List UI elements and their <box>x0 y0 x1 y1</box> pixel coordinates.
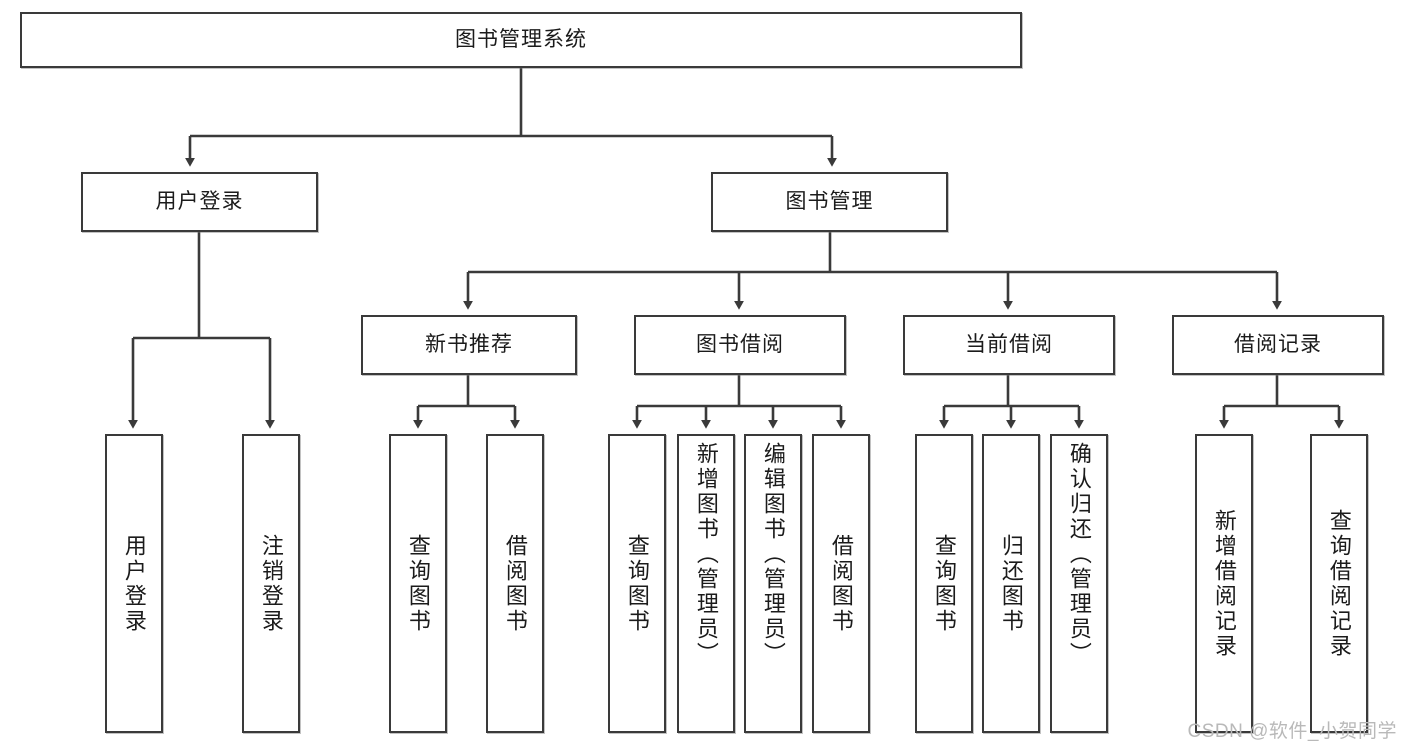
leaf-label: 查询图书 <box>405 533 431 634</box>
node-user-login-label: 用户登录 <box>155 189 244 213</box>
leaf-current-query-book[interactable]: 查询图书 <box>915 434 973 733</box>
node-borrow-record[interactable]: 借阅记录 <box>1172 315 1384 375</box>
leaf-borrow-edit-book-admin[interactable]: 编辑图书（管理员） <box>744 434 802 733</box>
leaf-label: 查询图书 <box>624 533 650 634</box>
node-current-borrow[interactable]: 当前借阅 <box>903 315 1115 375</box>
node-book-borrow-label: 图书借阅 <box>696 332 784 356</box>
leaf-current-confirm-return-admin[interactable]: 确认归还（管理员） <box>1050 434 1108 733</box>
node-book-management[interactable]: 图书管理 <box>711 172 948 232</box>
node-user-login[interactable]: 用户登录 <box>81 172 318 232</box>
leaf-new-book-query[interactable]: 查询图书 <box>389 434 447 733</box>
node-new-book-recommend-label: 新书推荐 <box>425 332 513 356</box>
leaf-label: 用户登录 <box>121 533 147 634</box>
leaf-borrow-borrow-book[interactable]: 借阅图书 <box>812 434 870 733</box>
leaf-label: 注销登录 <box>258 533 284 634</box>
node-borrow-record-label: 借阅记录 <box>1234 332 1322 356</box>
leaf-record-query-record[interactable]: 查询借阅记录 <box>1310 434 1368 733</box>
node-book-borrow[interactable]: 图书借阅 <box>634 315 846 375</box>
leaf-label: 借阅图书 <box>502 533 528 634</box>
leaf-current-return-book[interactable]: 归还图书 <box>982 434 1040 733</box>
leaf-label: 借阅图书 <box>828 533 854 634</box>
leaf-label: 编辑图书（管理员） <box>760 442 786 667</box>
leaf-label: 新增借阅记录 <box>1211 508 1237 659</box>
watermark: CSDN @软件_小贺同学 <box>1187 721 1397 742</box>
leaf-label: 归还图书 <box>998 533 1024 634</box>
leaf-label: 查询图书 <box>931 533 957 634</box>
node-current-borrow-label: 当前借阅 <box>965 332 1053 356</box>
leaf-new-book-borrow[interactable]: 借阅图书 <box>486 434 544 733</box>
leaf-borrow-add-book-admin[interactable]: 新增图书（管理员） <box>677 434 735 733</box>
leaf-label: 新增图书（管理员） <box>693 442 719 667</box>
leaf-label: 查询借阅记录 <box>1326 508 1352 659</box>
leaf-user-login-login[interactable]: 用户登录 <box>105 434 163 733</box>
leaf-user-login-logout[interactable]: 注销登录 <box>242 434 300 733</box>
node-book-management-label: 图书管理 <box>785 189 874 213</box>
node-new-book-recommend[interactable]: 新书推荐 <box>361 315 577 375</box>
leaf-record-add-record[interactable]: 新增借阅记录 <box>1195 434 1253 733</box>
node-root[interactable]: 图书管理系统 <box>20 12 1022 68</box>
leaf-label: 确认归还（管理员） <box>1066 442 1092 667</box>
leaf-borrow-query-book[interactable]: 查询图书 <box>608 434 666 733</box>
node-root-label: 图书管理系统 <box>455 27 587 51</box>
